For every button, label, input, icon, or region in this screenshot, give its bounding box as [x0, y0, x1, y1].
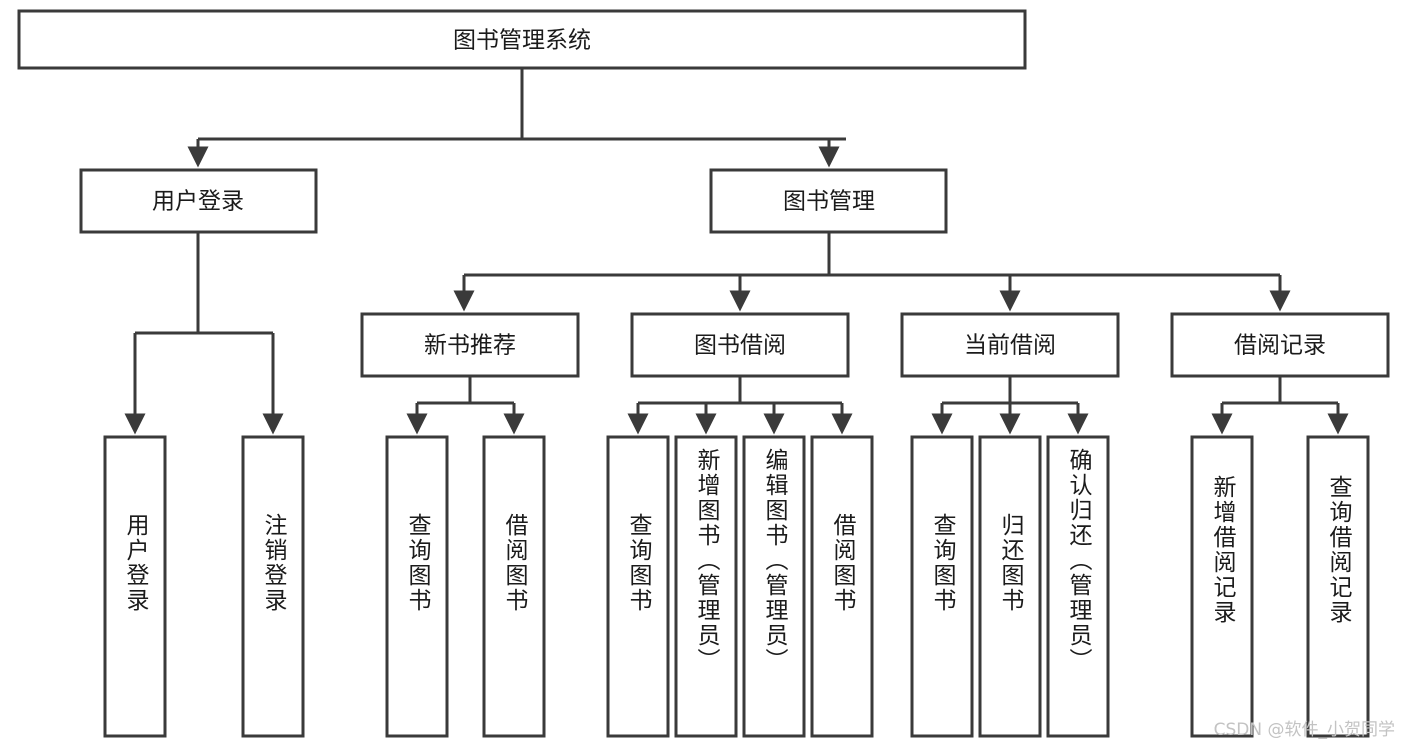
- node-borrow-record[interactable]: 借阅记录: [1170, 312, 1390, 378]
- node-leaf-user-login-label: 用户登录: [122, 513, 150, 613]
- node-user-login-box: [79, 168, 318, 234]
- node-leaf-query-book-2-label: 查询图书: [625, 513, 653, 613]
- node-leaf-borrow-book-1-label: 借阅图书: [501, 513, 529, 613]
- node-leaf-query-record-label: 查询借阅记录: [1325, 475, 1353, 625]
- node-leaf-edit-book[interactable]: 编辑图书（管理员）: [742, 435, 806, 738]
- node-current-borrow-box: [900, 312, 1120, 378]
- edges-new-book-rec-to-leaves: [406, 376, 525, 435]
- edges-book-manage-to-level3: [453, 232, 1291, 312]
- node-leaf-confirm-return-label: 确认归还（管理员）: [1065, 448, 1093, 673]
- node-leaf-query-book-1-label: 查询图书: [404, 513, 432, 613]
- node-leaf-query-book-1-box: [385, 435, 449, 738]
- node-leaf-query-book-1[interactable]: 查询图书: [385, 435, 449, 738]
- node-borrow-record-label: 借阅记录: [1234, 333, 1326, 359]
- node-leaf-borrow-book-2[interactable]: 借阅图书: [810, 435, 874, 738]
- node-leaf-add-book[interactable]: 新增图书（管理员）: [674, 435, 738, 738]
- node-leaf-borrow-book-1-box: [482, 435, 546, 738]
- node-leaf-query-book-3-label: 查询图书: [929, 513, 957, 613]
- node-leaf-user-login-box: [103, 435, 167, 738]
- node-borrow-record-box: [1170, 312, 1390, 378]
- node-book-manage[interactable]: 图书管理: [709, 168, 948, 234]
- node-leaf-return-book-box: [978, 435, 1042, 738]
- node-leaf-add-record[interactable]: 新增借阅记录: [1190, 435, 1254, 738]
- edges-book-borrow-to-leaves: [627, 376, 853, 435]
- node-leaf-user-logout[interactable]: 注销登录: [241, 435, 305, 738]
- node-new-book-rec-box: [360, 312, 580, 378]
- node-root[interactable]: 图书管理系统: [17, 9, 1027, 70]
- node-leaf-user-logout-box: [241, 435, 305, 738]
- node-leaf-user-login[interactable]: 用户登录: [103, 435, 167, 738]
- edges-user-login-to-leaves: [124, 232, 284, 435]
- node-root-label: 图书管理系统: [453, 28, 591, 54]
- node-leaf-confirm-return[interactable]: 确认归还（管理员）: [1046, 435, 1110, 738]
- node-leaf-return-book[interactable]: 归还图书: [978, 435, 1042, 738]
- node-leaf-return-book-label: 归还图书: [997, 513, 1025, 613]
- node-leaf-query-record[interactable]: 查询借阅记录: [1306, 435, 1370, 738]
- node-root-box: [17, 9, 1027, 70]
- node-book-manage-box: [709, 168, 948, 234]
- node-leaf-borrow-book-1[interactable]: 借阅图书: [482, 435, 546, 738]
- node-leaf-user-logout-label: 注销登录: [260, 513, 288, 613]
- node-current-borrow[interactable]: 当前借阅: [900, 312, 1120, 378]
- node-leaf-edit-book-label: 编辑图书（管理员）: [761, 448, 789, 673]
- node-new-book-rec-label: 新书推荐: [424, 333, 516, 359]
- node-leaf-query-book-2[interactable]: 查询图书: [606, 435, 670, 738]
- node-leaf-borrow-book-2-box: [810, 435, 874, 738]
- node-book-borrow-label: 图书借阅: [694, 333, 786, 359]
- node-book-borrow[interactable]: 图书借阅: [630, 312, 850, 378]
- edges-borrow-record-to-leaves: [1211, 376, 1349, 435]
- node-leaf-confirm-return-box: [1046, 435, 1110, 738]
- node-leaf-borrow-book-2-label: 借阅图书: [829, 513, 857, 613]
- node-leaf-query-book-2-box: [606, 435, 670, 738]
- node-leaf-query-record-box: [1306, 435, 1370, 738]
- node-book-borrow-box: [630, 312, 850, 378]
- edges-root-to-level2: [187, 68, 846, 168]
- node-leaf-add-book-box: [674, 435, 738, 738]
- node-user-login-label: 用户登录: [152, 189, 244, 215]
- node-leaf-query-book-3[interactable]: 查询图书: [910, 435, 974, 738]
- node-leaf-add-record-box: [1190, 435, 1254, 738]
- node-leaf-add-record-label: 新增借阅记录: [1209, 475, 1237, 625]
- node-leaf-query-book-3-box: [910, 435, 974, 738]
- node-leaf-add-book-label: 新增图书（管理员）: [693, 448, 721, 673]
- node-leaf-edit-book-box: [742, 435, 806, 738]
- node-user-login[interactable]: 用户登录: [79, 168, 318, 234]
- edges-current-borrow-to-leaves: [931, 376, 1089, 435]
- node-book-manage-label: 图书管理: [783, 189, 875, 215]
- node-current-borrow-label: 当前借阅: [964, 333, 1056, 359]
- node-new-book-rec[interactable]: 新书推荐: [360, 312, 580, 378]
